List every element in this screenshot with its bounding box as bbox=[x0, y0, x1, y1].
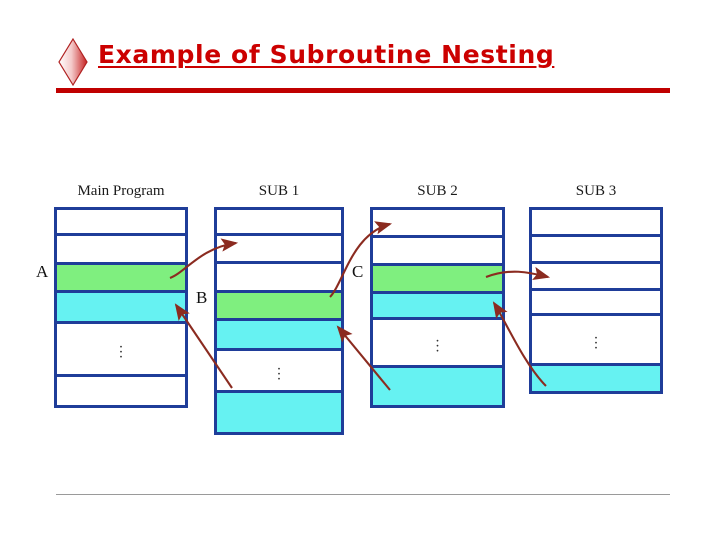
stack-cell-sub-2-5 bbox=[373, 368, 502, 405]
stack-cell-sub-1-0 bbox=[217, 210, 341, 236]
stack-cell-sub-1-4 bbox=[217, 321, 341, 351]
vertical-ellipsis-icon: ... bbox=[119, 335, 123, 362]
column-header-main-program: Main Program bbox=[77, 183, 165, 199]
stack-cell-sub-3-0 bbox=[532, 210, 660, 237]
stack-cell-sub-2-4: ... bbox=[373, 320, 502, 368]
stack-cell-sub-2-0 bbox=[373, 210, 502, 238]
vertical-ellipsis-icon: ... bbox=[277, 357, 281, 383]
stack-cell-sub-3-2 bbox=[532, 264, 660, 291]
stack-sub-2: ... bbox=[370, 207, 505, 408]
stack-main-program: ... bbox=[54, 207, 188, 408]
column-header-sub-2: SUB 2 bbox=[417, 183, 458, 199]
side-label-b: B bbox=[196, 288, 208, 307]
stack-cell-sub-2-1 bbox=[373, 238, 502, 266]
stack-cell-sub-1-1 bbox=[217, 236, 341, 264]
side-label-c: C bbox=[352, 262, 364, 281]
column-header-sub-1: SUB 1 bbox=[258, 183, 300, 199]
stack-cell-main-program-4: ... bbox=[57, 324, 185, 377]
stack-cell-sub-3-1 bbox=[532, 237, 660, 264]
stack-cell-sub-3-5 bbox=[532, 366, 660, 391]
title-underline-rule bbox=[56, 88, 670, 93]
stack-cell-sub-3-3 bbox=[532, 291, 660, 316]
diamond-bullet-icon bbox=[56, 37, 90, 87]
column-header-sub-3: SUB 3 bbox=[575, 183, 617, 199]
stack-cell-sub-1-5: ... bbox=[217, 351, 341, 393]
slide-title-row: Example of Subroutine Nesting bbox=[56, 36, 676, 88]
stack-cell-sub-2-3 bbox=[373, 294, 502, 320]
stack-cell-sub-2-2 bbox=[373, 266, 502, 294]
stack-cell-main-program-0 bbox=[57, 210, 185, 236]
stack-cell-sub-1-6 bbox=[217, 393, 341, 432]
stack-cell-main-program-2 bbox=[57, 265, 185, 293]
stack-cell-main-program-5 bbox=[57, 377, 185, 405]
footer-divider bbox=[56, 494, 670, 495]
stack-cell-sub-3-4: ... bbox=[532, 316, 660, 366]
stack-sub-3: ... bbox=[529, 207, 663, 394]
stack-cell-sub-1-2 bbox=[217, 264, 341, 293]
stack-cell-sub-1-3 bbox=[217, 293, 341, 321]
stack-cell-main-program-3 bbox=[57, 293, 185, 324]
page-title: Example of Subroutine Nesting bbox=[98, 40, 555, 69]
stack-cell-main-program-1 bbox=[57, 236, 185, 265]
vertical-ellipsis-icon: ... bbox=[435, 329, 440, 355]
side-label-a: A bbox=[36, 262, 49, 281]
vertical-ellipsis-icon: ... bbox=[594, 326, 598, 352]
stack-sub-1: ... bbox=[214, 207, 344, 435]
